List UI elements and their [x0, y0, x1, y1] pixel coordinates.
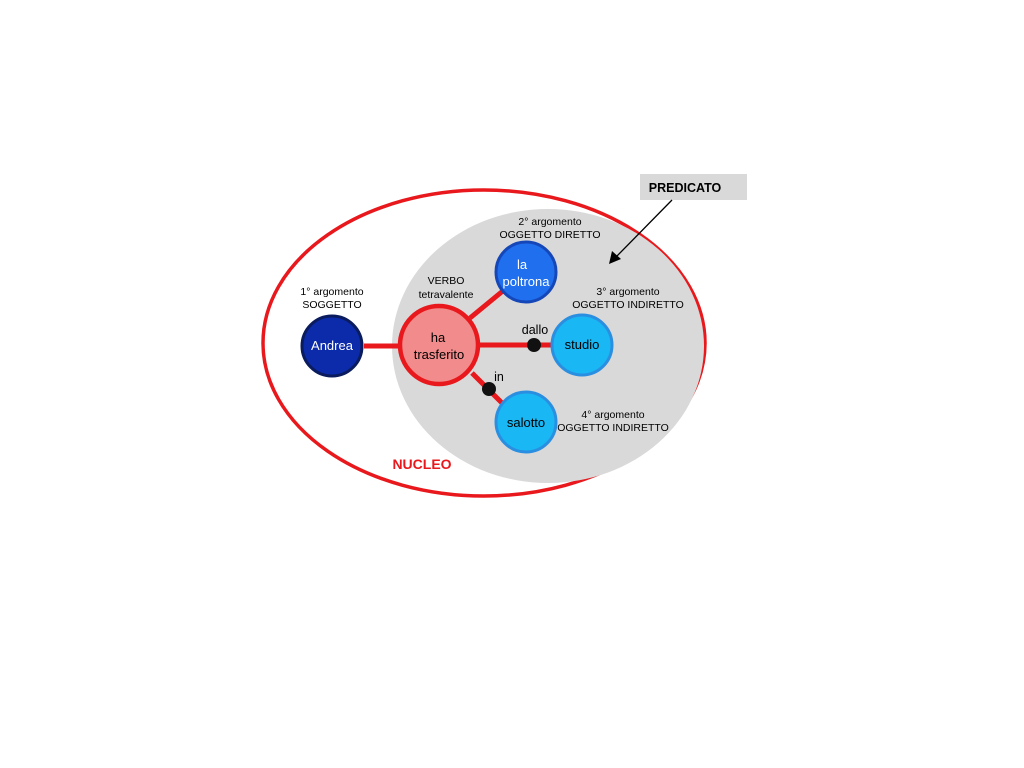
- direct-object-node: [494, 240, 558, 304]
- preposition-dot-dallo: [527, 338, 541, 352]
- verb-tag-line2: tetravalente: [419, 289, 474, 301]
- verb-node: [397, 303, 481, 387]
- subject-node: [300, 314, 364, 378]
- preposition-label-dallo: dallo: [522, 323, 548, 337]
- indirect-object-2-node: [494, 390, 558, 454]
- indirect-object-1-tag-line2: OGGETTO INDIRETTO: [572, 299, 684, 311]
- predicato-arrow-icon: [609, 199, 673, 264]
- direct-object-text-line2: poltrona: [503, 274, 551, 289]
- predicato-box: [640, 174, 747, 200]
- indirect-object-1-tag-line1: 3° argomento: [596, 286, 659, 298]
- verb-text-line1: ha: [431, 330, 446, 345]
- indirect-object-1-text: studio: [565, 337, 600, 352]
- direct-object-tag-line2: OGGETTO DIRETTO: [499, 229, 600, 241]
- subject-text: Andrea: [311, 338, 354, 353]
- preposition-label-in: in: [494, 370, 504, 384]
- subject-tag-line1: 1° argomento: [300, 286, 363, 298]
- connector-direct-object: [468, 288, 506, 320]
- verb-text-line2: trasferito: [414, 347, 465, 362]
- indirect-object-1-node: [550, 313, 614, 377]
- indirect-object-2-tag-line2: OGGETTO INDIRETTO: [557, 422, 669, 434]
- direct-object-text-line1: la: [517, 257, 528, 272]
- nucleo-label: NUCLEO: [392, 456, 451, 472]
- indirect-object-2-text: salotto: [507, 415, 545, 430]
- preposition-dot-in: [482, 382, 496, 396]
- verb-tag-line1: VERBO: [428, 275, 465, 287]
- direct-object-tag-line1: 2° argomento: [518, 216, 581, 228]
- predicato-label: PREDICATO: [649, 181, 722, 195]
- subject-tag-line2: SOGGETTO: [302, 299, 361, 311]
- indirect-object-2-tag-line1: 4° argomento: [581, 409, 644, 421]
